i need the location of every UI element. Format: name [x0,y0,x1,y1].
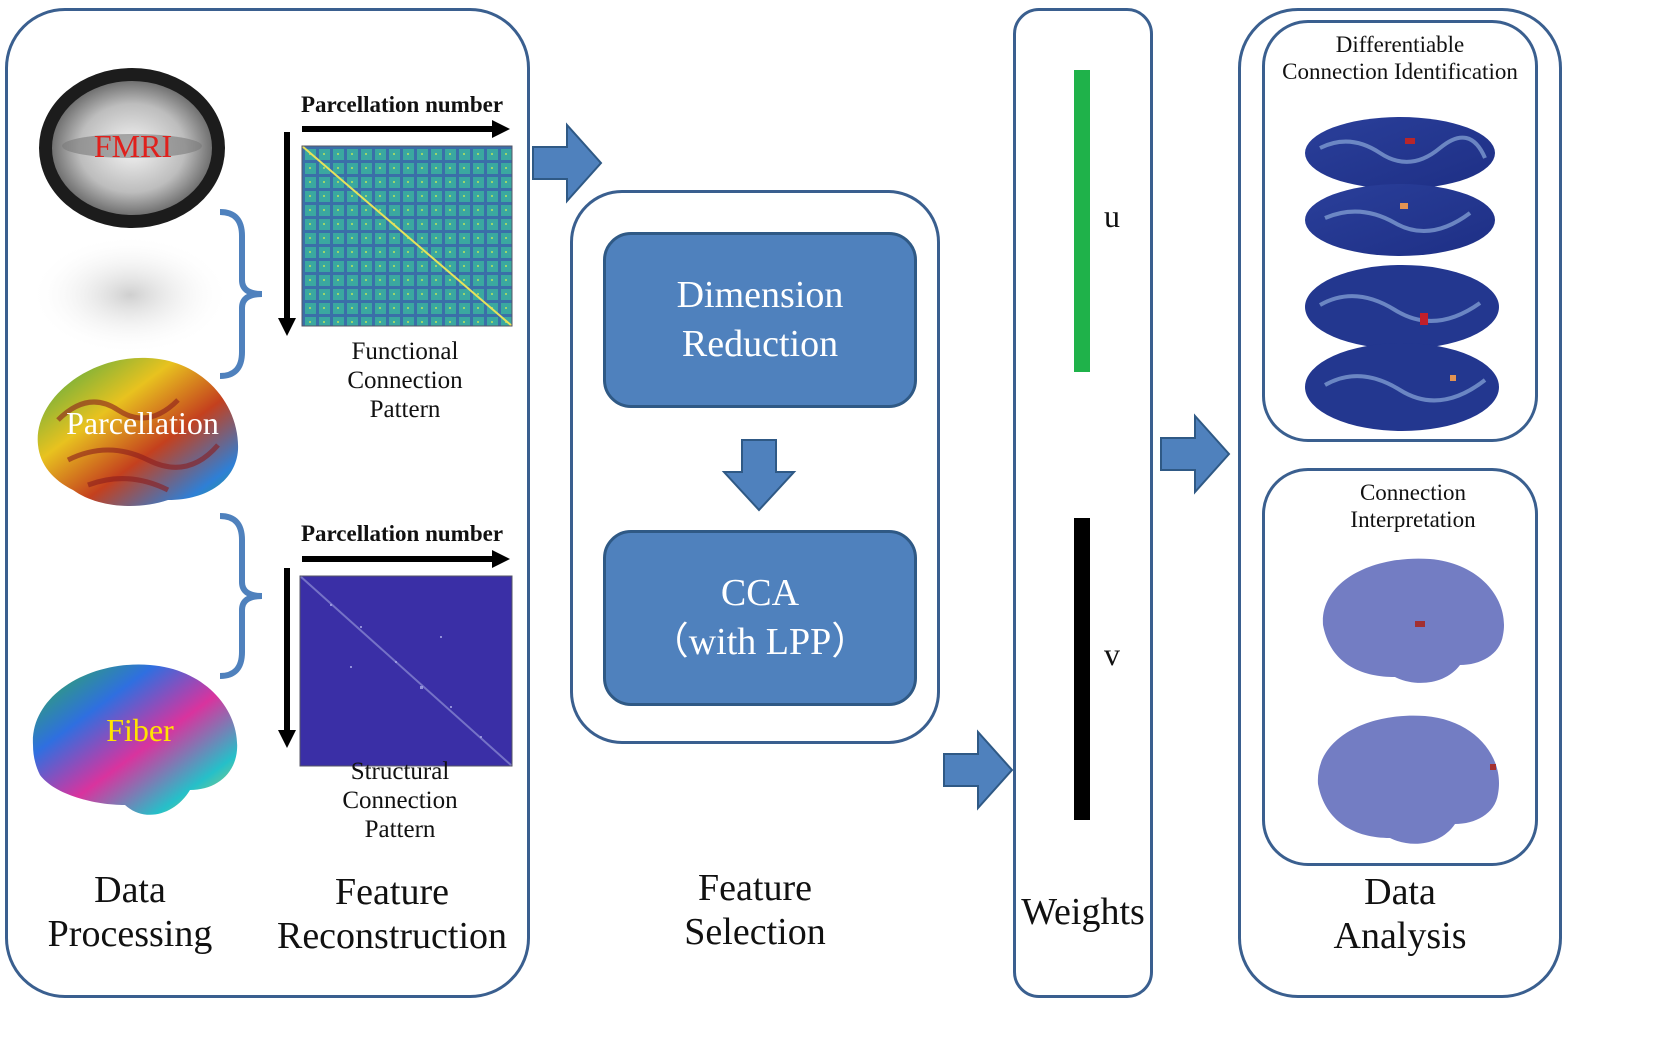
structural-caption-line2: Connection [342,787,458,814]
feature-reconstruction-line1: Feature [335,871,449,913]
u-weight-bar [1074,70,1090,372]
connection-interpretation-box [1262,468,1538,866]
structural-vertical-arrow [278,568,296,748]
structural-caption-line3: Pattern [364,816,436,843]
fiber-label: Fiber [106,712,174,748]
v-label: v [1104,636,1120,672]
connection-interpretation-title: Connection Interpretation [1290,480,1536,533]
down-arrow [721,439,797,512]
differentiable-title-line2: Connection Identification [1282,58,1518,84]
data-processing-line1: Data [94,869,166,911]
functional-connection-matrix [301,145,513,327]
flow-arrow-2 [943,729,1014,811]
feature-reconstruction-line2: Reconstruction [276,915,508,958]
data-analysis-stage-label: Data Analysis [1300,870,1500,958]
feature-reconstruction-stage-label: Feature Reconstruction [262,870,522,958]
interpretation-brain-bottom-image [1317,715,1500,844]
interpretation-title-line2: Interpretation [1350,506,1476,532]
u-label: u [1104,198,1120,234]
functional-vertical-arrow [278,132,296,336]
dimension-reduction-line1: Dimension [676,273,844,316]
feature-selection-line1: Feature [698,867,812,909]
dimension-reduction-box: Dimension Reduction [603,232,917,408]
structural-horizontal-arrow [302,550,510,568]
functional-axis-label: Parcellation number [300,92,504,117]
differentiable-connection-box [1262,20,1538,442]
functional-caption-line3: Pattern [369,396,441,423]
bracket-functional [219,209,263,379]
interpretation-title-line1: Connection [1359,480,1467,505]
differentiable-title-line1: Differentiable [1335,32,1465,57]
data-analysis-line2: Analysis [1333,915,1467,958]
differentiable-brain-top-image [1305,117,1495,256]
functional-caption: Functional Connection Pattern [300,337,510,424]
flow-arrow-3 [1160,413,1231,495]
differentiable-connection-title: Differentiable Connection Identification [1256,32,1544,85]
weights-panel [1013,8,1153,998]
data-processing-panel [5,8,530,998]
parcellation-label: Parcellation [66,405,219,441]
bracket-structural [219,513,263,679]
interpretation-brain-top-image [1322,558,1505,683]
structural-connection-matrix [299,575,513,767]
cca-box: CCA （with LPP） [603,530,917,706]
cca-line1: CCA [720,571,800,614]
feature-selection-panel [570,190,940,744]
parcellation-brain-image [37,357,239,506]
data-analysis-panel [1238,8,1562,998]
functional-horizontal-arrow [302,120,510,138]
structural-caption-line1: Structural [350,758,450,785]
fmri-scan-image [39,68,225,228]
flow-arrow-1 [532,122,603,204]
fmri-label: FMRI [93,128,173,164]
feature-selection-line2: Selection [684,911,826,954]
data-analysis-line1: Data [1364,871,1436,913]
differentiable-brain-bottom-image [1305,265,1499,431]
functional-caption-line1: Functional [351,338,459,365]
cca-line2: （with LPP） [650,621,870,663]
weights-stage-label: Weights [1021,891,1145,933]
blurred-scan-shadow [30,235,230,355]
structural-axis-label: Parcellation number [300,521,504,546]
functional-caption-line2: Connection [347,367,463,394]
data-processing-stage-label: Data Processing [35,868,225,956]
feature-selection-stage-label: Feature Selection [655,866,855,954]
fiber-brain-image [32,664,238,815]
dimension-reduction-line2: Reduction [681,323,839,365]
v-weight-bar [1074,518,1090,820]
data-processing-line2: Processing [47,913,213,956]
structural-caption: Structural Connection Pattern [295,757,505,844]
